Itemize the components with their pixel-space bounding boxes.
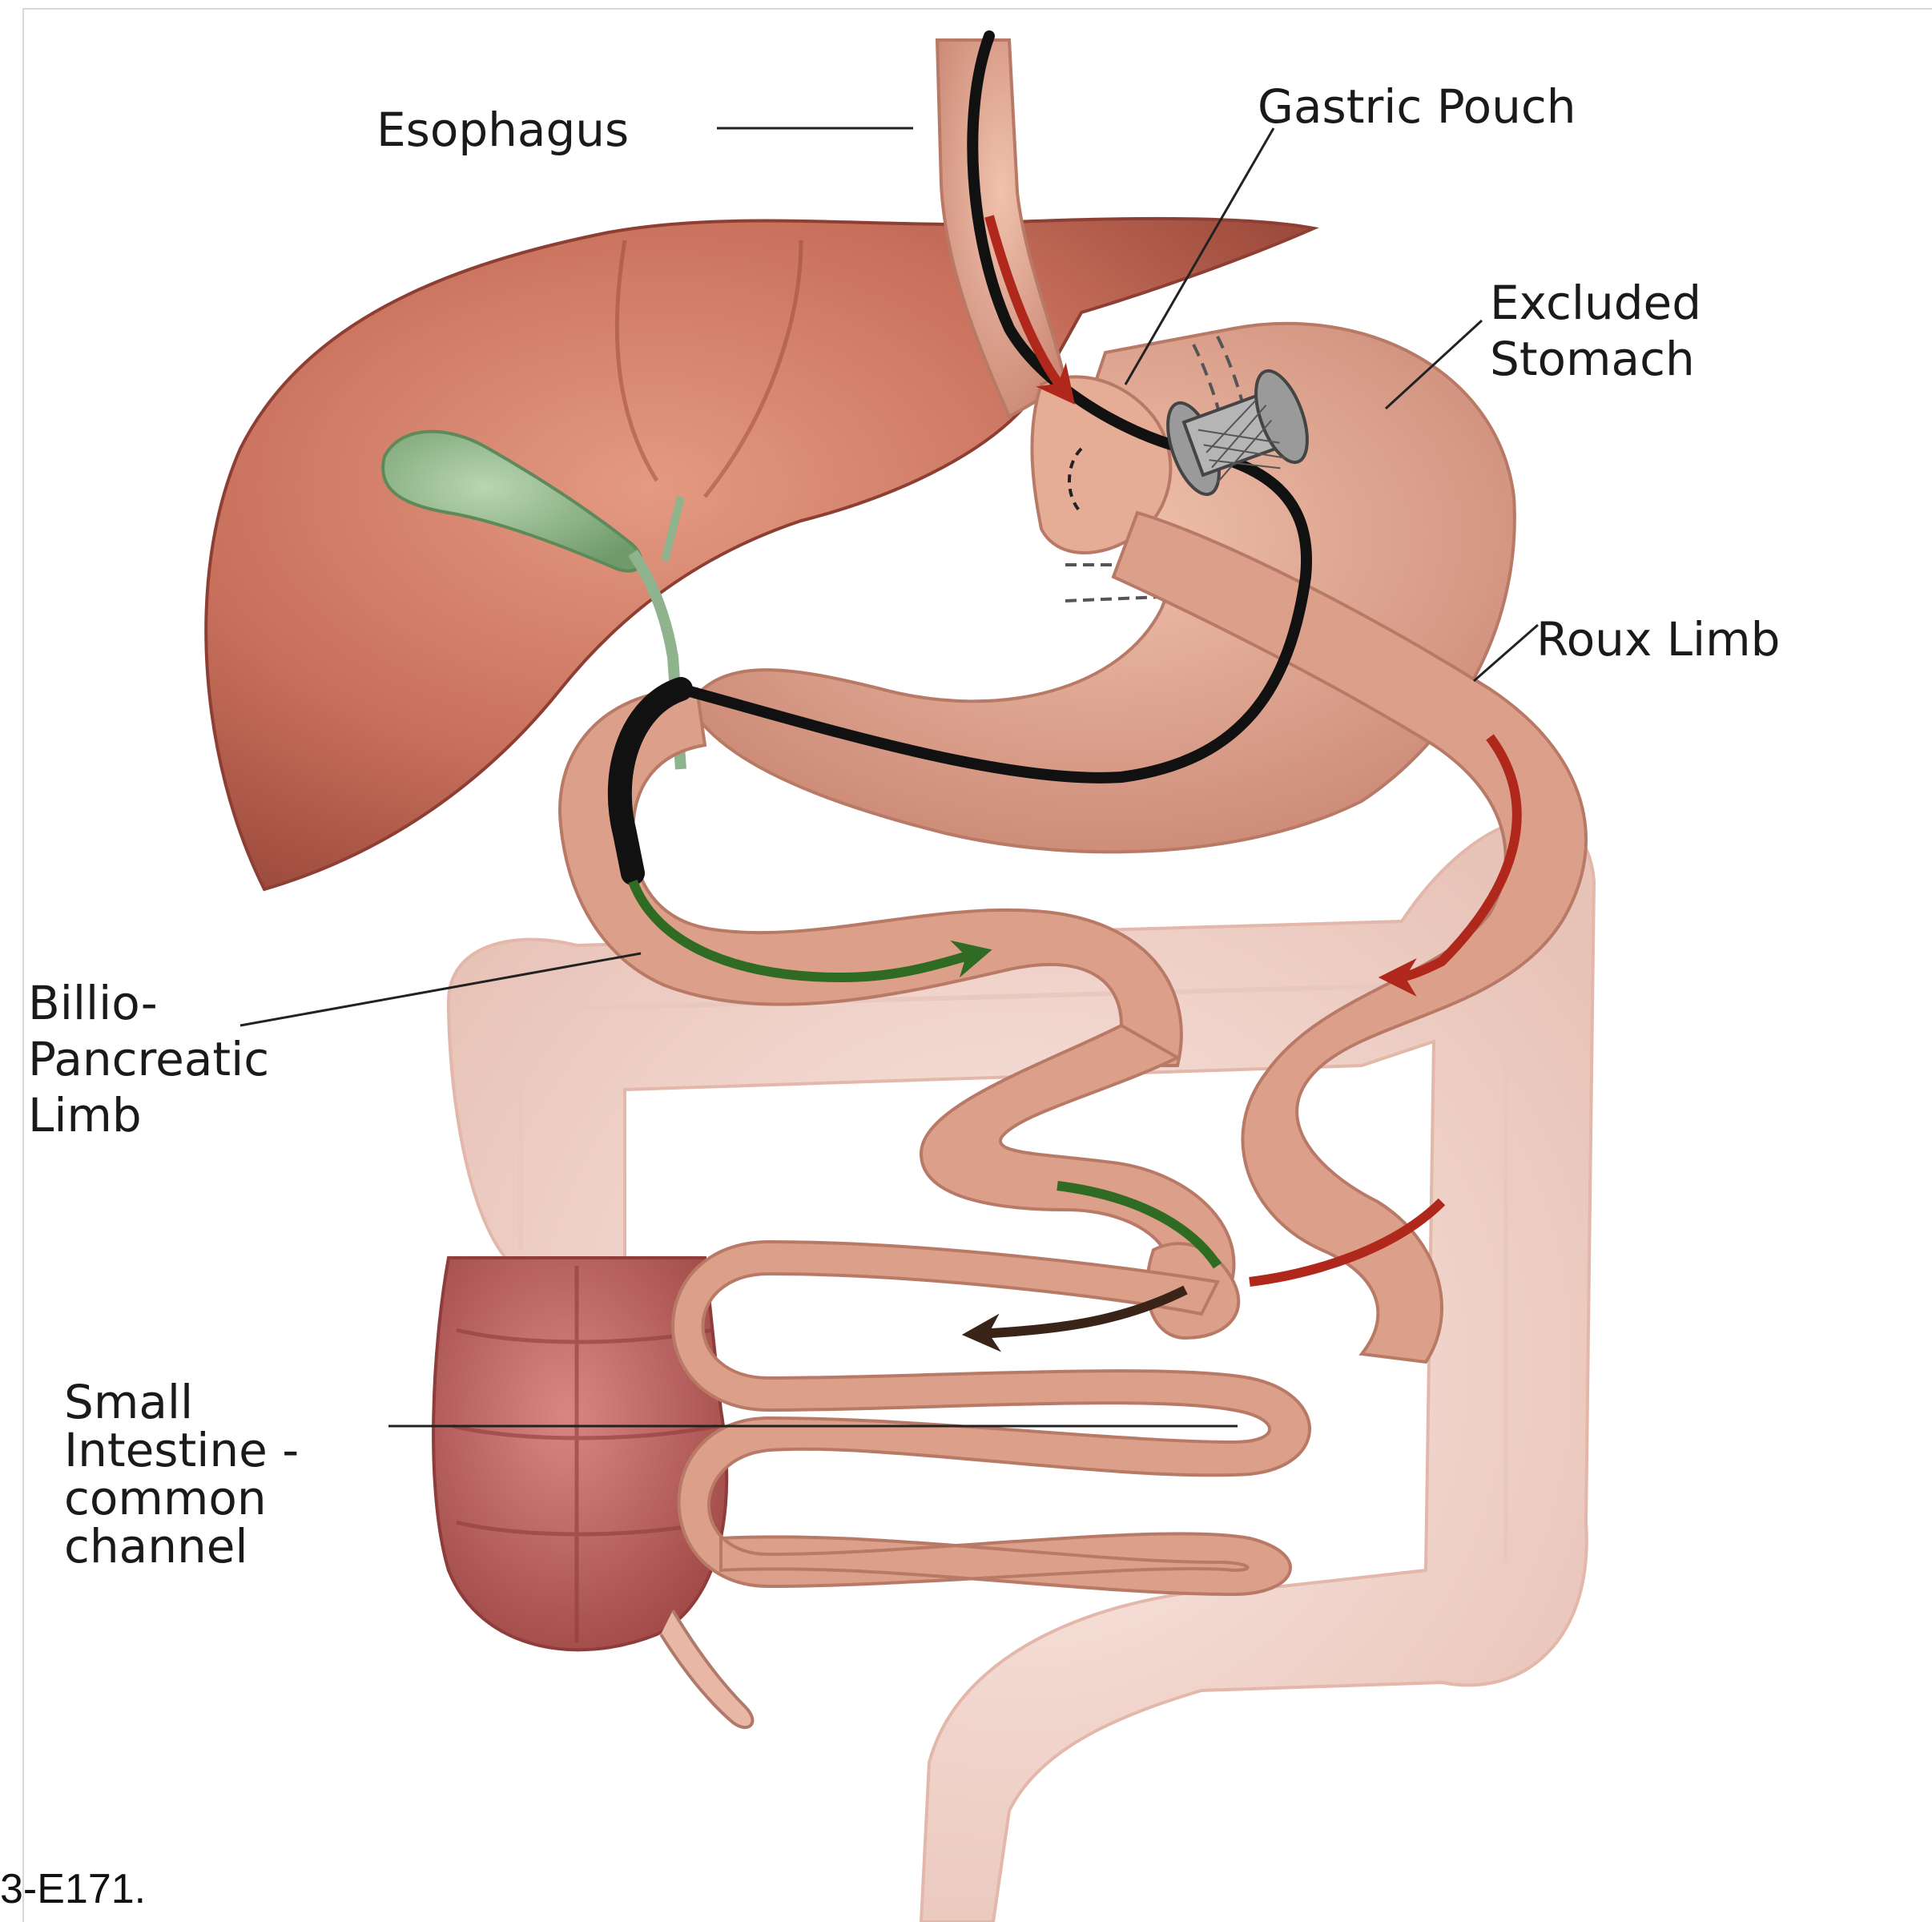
label-biliopancreatic-line2: Pancreatic xyxy=(28,1032,269,1086)
label-common-channel-line2: Intestine - xyxy=(64,1423,299,1477)
label-common-channel-line3: common xyxy=(64,1471,267,1525)
label-gastric-pouch: Gastric Pouch xyxy=(1258,79,1576,134)
label-esophagus: Esophagus xyxy=(376,103,629,157)
label-roux-limb: Roux Limb xyxy=(1536,612,1780,667)
label-excluded-stomach-line1: Excluded xyxy=(1490,276,1701,330)
label-biliopancreatic-line1: Billio- xyxy=(28,976,158,1030)
caption-fragment: 3-E171. xyxy=(0,1865,146,1913)
label-excluded-stomach-line2: Stomach xyxy=(1490,332,1695,386)
label-common-channel-line4: channel xyxy=(64,1519,248,1573)
label-biliopancreatic-line3: Limb xyxy=(28,1088,142,1142)
label-common-channel-line1: Small xyxy=(64,1375,193,1429)
